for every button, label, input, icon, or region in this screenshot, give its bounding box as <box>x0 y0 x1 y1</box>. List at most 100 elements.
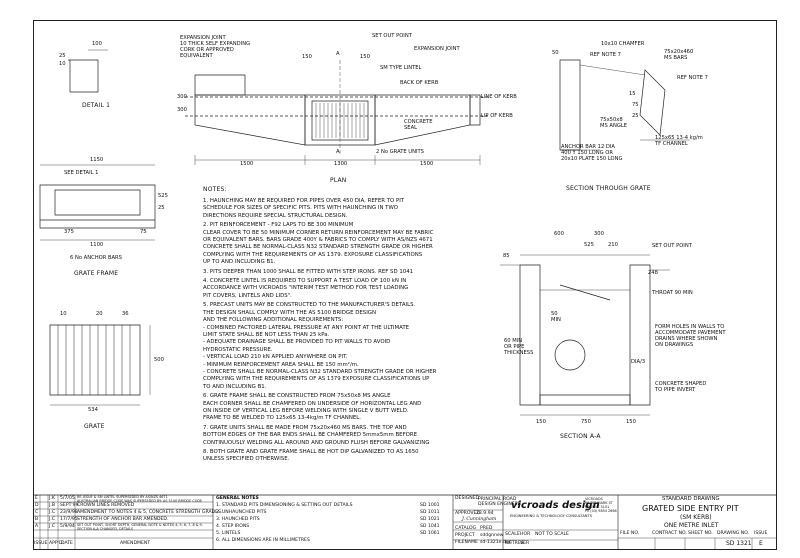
rev-desc: AMENDMENT TO NOTES 4 & 5, CONCRETE STREN… <box>77 510 223 515</box>
rev-header: ISSUE <box>34 541 48 546</box>
tb-designed: PRINCIPAL ROAD DESIGN ENGINEER <box>478 497 521 507</box>
label: ANCHOR BAR 12 DIA 400 Y 150 LONG OR 20x1… <box>561 144 623 162</box>
dim: 36 <box>122 311 129 317</box>
rev-date: 23/9/98 <box>60 510 78 515</box>
dim: 25 <box>59 53 66 59</box>
rev-by: J.C <box>49 517 56 522</box>
note-item: 6. GRATE FRAME SHALL BE CONSTRUCTED FROM… <box>203 393 422 422</box>
tb-filename: sd-1321e.dgn <box>480 540 512 545</box>
tb-label: PROJECT <box>455 533 475 538</box>
tb-nts: NOT TO SCALE <box>535 532 569 537</box>
dim: 15 <box>629 91 636 97</box>
tb-scale: HOR <box>520 532 531 537</box>
dim: 100 <box>92 41 102 47</box>
label: 75x50x8 MS ANGLE <box>600 117 628 129</box>
general-note: 4. STEP IRONS <box>216 524 250 529</box>
company-sub: ENGINEERING & TECHNOLOGY CONSULTANTS <box>510 514 592 518</box>
rev-date: 5/9/94 <box>60 524 75 529</box>
dim: 1150 <box>90 157 104 163</box>
tb-label: SHEET NO. <box>688 531 713 536</box>
general-note-ref: SD 1001 <box>420 503 440 508</box>
rev-issue: A <box>35 524 39 529</box>
plan-label: SM TYPE LINTEL <box>380 65 422 71</box>
tb-label: CONTRACT NO. <box>652 531 687 536</box>
dim: 1500 <box>240 161 254 167</box>
dim: 20 <box>96 311 103 317</box>
rev-header: AMENDMENT <box>120 541 151 546</box>
dim: 50 <box>552 50 559 56</box>
dim: 1500 <box>420 161 434 167</box>
label: 75x20x460 MS BARS <box>664 49 694 61</box>
dim: 525 <box>158 193 168 199</box>
general-notes-heading: GENERAL NOTES <box>216 496 259 501</box>
dim: 534 <box>88 407 98 413</box>
rev-header: APP'D <box>49 541 63 546</box>
dim: 600 <box>554 231 564 237</box>
dim: 375 <box>64 229 74 235</box>
general-note-ref: SD 1061 <box>420 531 440 536</box>
plan-label: CONCRETE SEAL <box>404 119 433 131</box>
rev-by: J.C <box>49 524 56 529</box>
drawing-number: SD 1321 <box>726 540 752 547</box>
drawing-subtitle: ONE METRE INLET <box>664 522 719 529</box>
tb-project: sddgnnew <box>480 533 504 538</box>
label: CONCRETE SHAPED TO PIPE INVERT <box>655 381 707 393</box>
tb-label: APPROVED <box>455 511 480 516</box>
label: 10x10 CHAMFER <box>601 41 645 47</box>
dim: 300 <box>177 107 187 113</box>
dim: 25 <box>158 205 165 211</box>
dim: 1300 <box>334 161 348 167</box>
dim: 500 <box>154 357 164 363</box>
rev-desc: CROWN LINES REMOVED <box>77 503 135 508</box>
rev-desc: STRENGTH OF ANCHOR BAR AMENDED. <box>77 517 169 522</box>
label: REF NOTE 7 <box>590 52 621 58</box>
rev-by: J.B <box>49 503 55 508</box>
section-grate-wall <box>559 59 581 151</box>
notes-heading: NOTES: <box>203 186 227 193</box>
tb-label: DRAWING NO. <box>717 531 750 536</box>
rev-issue: E <box>35 496 38 501</box>
label: 60 MIN OR PIPE THICKNESS <box>504 338 534 356</box>
rev-by: J.K <box>49 496 55 501</box>
section-aa-left-wall <box>519 264 541 406</box>
detail1-profile <box>68 59 99 93</box>
view-title-grate: GRATE <box>84 423 105 430</box>
label: FORM HOLES IN WALLS TO ACCOMMODATE PAVEM… <box>655 324 726 348</box>
view-title-detail1: DETAIL 1 <box>82 102 111 109</box>
tb-label: SCALE <box>505 532 520 537</box>
dim: 300 <box>594 231 604 237</box>
note-item: 2. PIT REINFORCEMENT - F92 LAPS TO BE 30… <box>203 222 434 266</box>
dim: 210 <box>608 242 618 248</box>
dim: 85 <box>503 253 510 259</box>
plan-section-marker: A <box>336 51 340 57</box>
dim: 10 <box>60 311 67 317</box>
label: REF NOTE 7 <box>677 75 708 81</box>
tb-label: FILE NO. <box>620 531 640 536</box>
plan-label: BACK OF KERB <box>400 80 439 86</box>
general-note-ref: SD 1021 <box>420 517 440 522</box>
dim: 300 <box>177 94 187 100</box>
label: THROAT 90 MIN <box>652 290 693 296</box>
view-title-section-grate: SECTION THROUGH GRATE <box>566 185 651 192</box>
dim: 150 <box>302 54 312 60</box>
tb-label: CATALOG <box>455 526 477 531</box>
plan-label: 2 No GRATE UNITS <box>376 149 424 155</box>
dim: 25 <box>632 113 639 119</box>
rev-desc: RE-ISSUE & SM LINTEL SUPERSEDED BY AS/NZ… <box>77 495 203 503</box>
std-drawing: STANDARD DRAWING <box>662 496 720 502</box>
dim: 10 <box>59 61 66 67</box>
plan-label: LIP OF KERB <box>481 113 513 119</box>
dim: 150 <box>536 419 546 425</box>
label: 125x65 13-4 kg/m TF CHANNEL <box>655 135 703 147</box>
dim: 150 <box>360 54 370 60</box>
view-title-section-aa: SECTION A-A <box>560 433 601 440</box>
dim: 75 <box>632 102 639 108</box>
plan-label: LINE OF KERB <box>481 94 517 100</box>
view-title-grate-frame: GRATE FRAME <box>74 270 119 277</box>
rev-issue: C <box>35 510 39 515</box>
view-title-plan: PLAN <box>330 177 347 184</box>
plan-label: SET OUT POINT <box>372 33 412 39</box>
company-address: VICROADS 60 DENMARK ST KEW VIC 3101 Ph (… <box>585 497 617 513</box>
note-item: 1. HAUNCHING MAY BE REQUIRED FOR PIPES O… <box>203 198 405 219</box>
